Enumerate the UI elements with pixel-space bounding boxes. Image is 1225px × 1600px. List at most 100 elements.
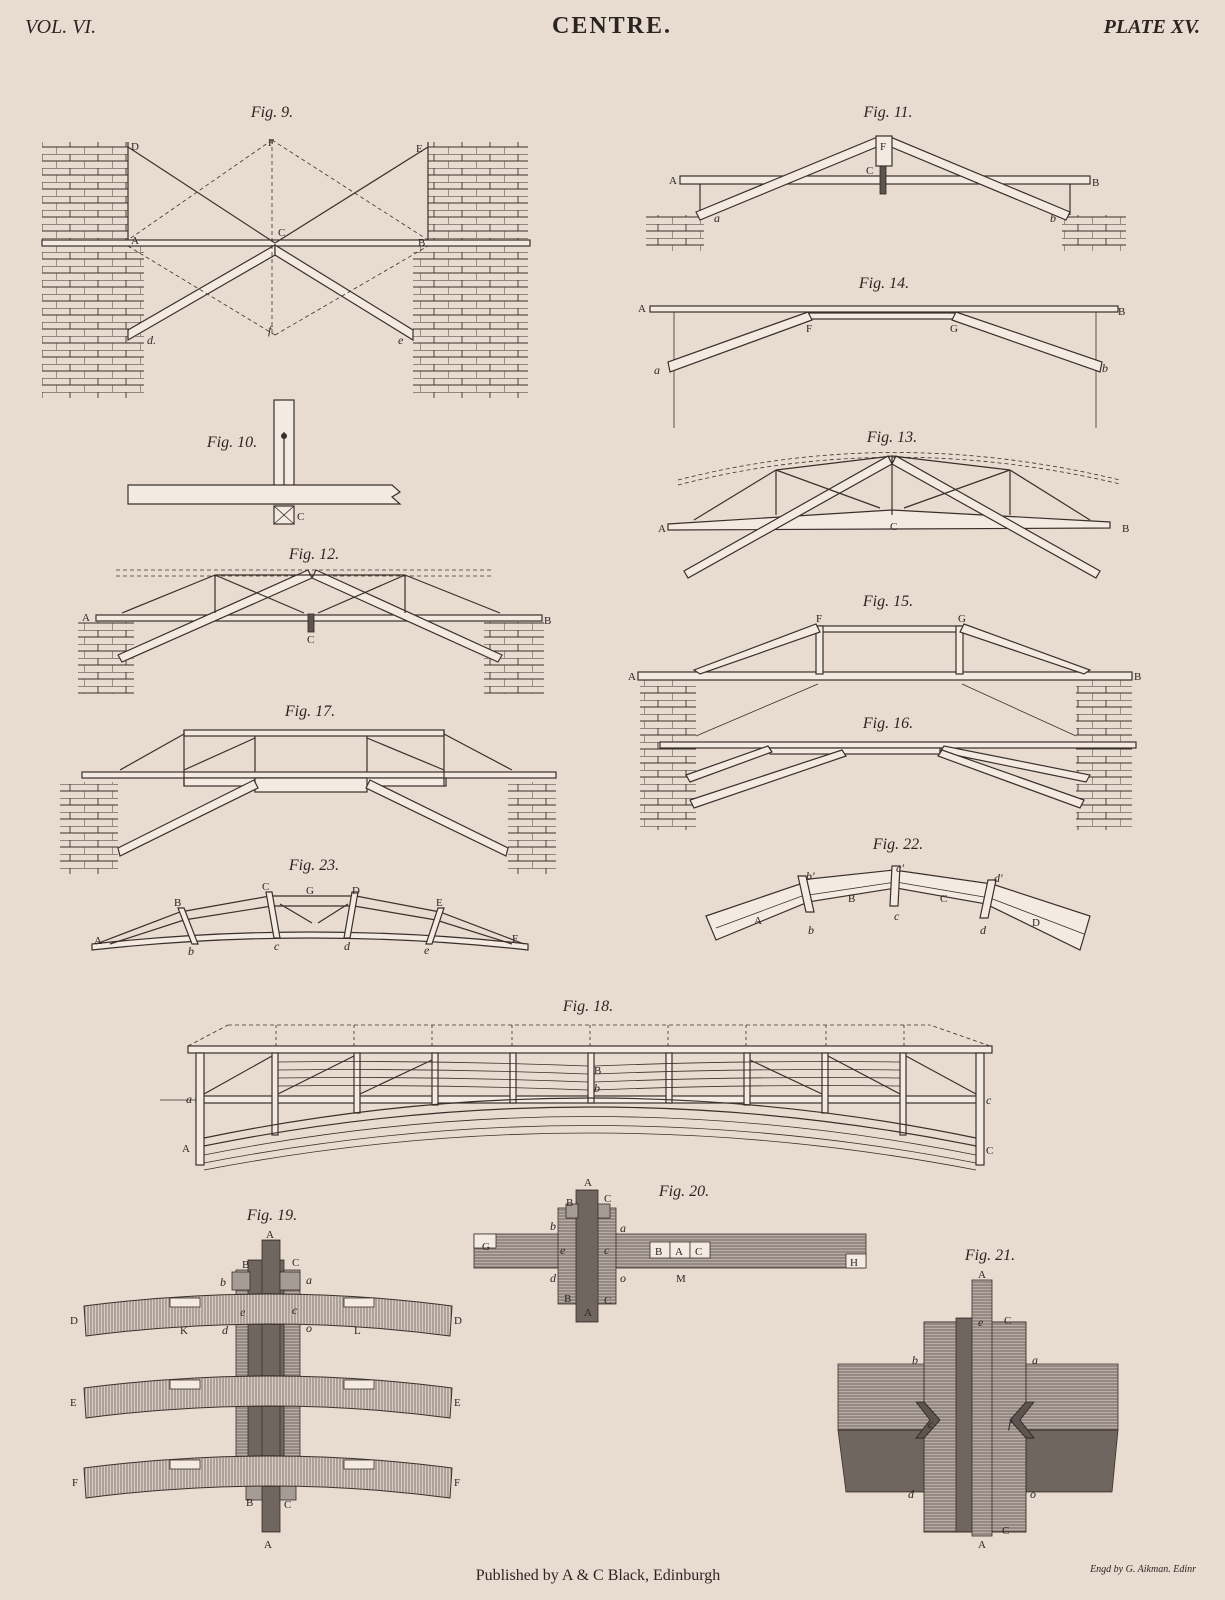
fig18-post-A (195, 1052, 205, 1166)
fig22-label-b: b (808, 923, 814, 937)
fig19-label-E-right: E (454, 1397, 461, 1409)
fig19-label-A-bottom: A (264, 1539, 272, 1551)
fig18-label-c: c (986, 1093, 992, 1107)
fig15-caption: Fig. 15. (862, 593, 913, 610)
fig17-right-strut (365, 779, 509, 857)
fig18-label-A: A (182, 1143, 190, 1155)
fig14-caption: Fig. 14. (858, 275, 909, 292)
fig21-key-A (971, 1279, 993, 1537)
fig20-label-B-top: B (566, 1197, 573, 1209)
fig17-left-pier (60, 782, 118, 874)
fig20-box-C: C (695, 1246, 702, 1258)
fig22-key-d (979, 879, 997, 919)
fig18-label-B: B (594, 1065, 601, 1077)
fig11-label-A: A (669, 175, 677, 187)
fig16-tie-beam (659, 741, 1137, 749)
fig14-label-A: A (638, 303, 646, 315)
fig23-post-d (343, 891, 359, 939)
fig21-label-e: e (978, 1315, 984, 1329)
fig22-label-C: C (940, 893, 947, 905)
fig15-label-F: F (816, 613, 822, 625)
fig22-caption: Fig. 22. (872, 836, 923, 853)
fig11-caption: Fig. 11. (862, 104, 912, 121)
figure-15: Fig. 15. F G A B (628, 593, 1141, 830)
fig12-tie-beam (95, 614, 543, 622)
fig18-label-a: a (186, 1092, 192, 1106)
figure-16: Fig. 16. (659, 715, 1137, 809)
fig20-label-H: H (850, 1257, 858, 1269)
figure-21: Fig. 21. A C e b a c f d o A C (837, 1247, 1119, 1551)
plate-title: CENTRE. (552, 13, 672, 39)
figure-9: Fig. 9. D F E A C B d. f e (41, 104, 531, 398)
fig19-label-D-right: D (454, 1315, 462, 1327)
fig9-caption: Fig. 9. (250, 104, 293, 121)
fig13-label-A: A (658, 523, 666, 535)
fig19-label-C-top: C (292, 1257, 299, 1269)
fig15-label-A: A (628, 671, 636, 683)
fig19-label-L: L (354, 1325, 361, 1337)
figure-10: Fig. 10. C (127, 399, 402, 525)
fig11-label-B: B (1092, 177, 1099, 189)
fig19-label-d: d (222, 1323, 229, 1337)
fig22-label-B: B (848, 893, 855, 905)
fig9-label-D: D (131, 141, 139, 153)
fig13-label-C: C (890, 521, 897, 533)
fig23-label-C: C (262, 881, 269, 893)
fig22-label-c-prime: c' (896, 861, 904, 875)
fig16-left-brace (685, 745, 773, 783)
fig21-label-C-top: C (1004, 1315, 1011, 1327)
fig15-collar (817, 625, 961, 633)
fig19-label-e: e (240, 1305, 246, 1319)
fig16-left-strut (689, 749, 847, 809)
fig9-right-pier-upper (428, 142, 528, 242)
fig23-post-b (177, 907, 199, 945)
fig23-chord (91, 931, 529, 951)
fig14-beam (649, 305, 1119, 313)
fig20-label-e: e (560, 1243, 566, 1257)
fig11-label-F: F (880, 141, 886, 153)
fig18-top-beam (187, 1045, 993, 1054)
fig21-label-a: a (1032, 1353, 1038, 1367)
figure-11: Fig. 11. F C A B a b (646, 104, 1126, 251)
fig20-label-M: M (676, 1273, 686, 1285)
fig15-tie-beam (637, 671, 1133, 681)
fig13-caption: Fig. 13. (866, 429, 917, 446)
figure-23: Fig. 23. A B C G D E F b c d e (91, 857, 529, 958)
fig16-straining-beam (769, 747, 941, 755)
fig9-label-C: C (278, 227, 285, 239)
fig20-label-B-bottom: B (564, 1293, 571, 1305)
fig19-label-E-left: E (70, 1397, 77, 1409)
fig20-label-a: a (620, 1221, 626, 1235)
fig9-label-B: B (418, 237, 425, 249)
fig20-label-A-top: A (584, 1177, 592, 1189)
fig19-label-a: a (306, 1273, 312, 1287)
figure-19: Fig. 19. A B C b a e c d o D D K L E E F… (70, 1207, 462, 1551)
fig15-post-F (815, 625, 824, 675)
fig17-right-pier (508, 782, 556, 874)
fig20-box-B: B (655, 1246, 662, 1258)
fig15-left-pier (640, 678, 696, 830)
fig15-right-pier (1076, 678, 1132, 830)
figure-17: Fig. 17. (60, 703, 557, 874)
fig19-label-C-bottom: C (284, 1499, 291, 1511)
fig12-label-C: C (307, 634, 314, 646)
fig14-left-strut (667, 311, 813, 373)
fig23-label-F: F (512, 933, 518, 945)
fig21-label-o: o (1030, 1487, 1036, 1501)
fig23-label-d: d (344, 939, 351, 953)
fig22-label-A: A (754, 915, 762, 927)
fig9-label-f: f (268, 323, 273, 337)
fig19-label-c: c (292, 1303, 298, 1317)
fig23-label-c: c (274, 939, 280, 953)
fig13-tie (667, 509, 1111, 531)
fig12-right-strut (311, 569, 503, 663)
fig23-label-E: E (436, 897, 443, 909)
figure-14: Fig. 14. A B F G a b (638, 275, 1125, 428)
fig9-right-strut (274, 243, 414, 342)
fig19-label-B-top: B (242, 1259, 249, 1271)
fig10-caption: Fig. 10. (206, 434, 257, 451)
fig19-label-F-right: F (454, 1477, 460, 1489)
fig9-right-pier-lower (413, 242, 528, 398)
fig22-label-d: d (980, 923, 987, 937)
fig20-label-C-bottom: C (604, 1295, 611, 1307)
